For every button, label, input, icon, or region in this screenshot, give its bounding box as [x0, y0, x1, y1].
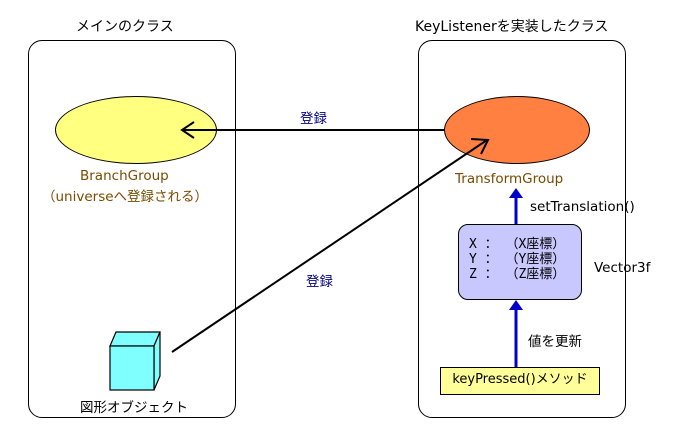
- vector3f-box: X ： （X座標） Y ： （Y座標） Z ： （Z座標）: [458, 224, 582, 300]
- vector-row-z: Z ： （Z座標）: [469, 267, 566, 282]
- set-translation-arrowhead: [509, 188, 523, 198]
- transform-group-node: [444, 96, 590, 164]
- register-top-label: 登録: [300, 111, 327, 127]
- key-pressed-box: keyPressed()メソッド: [440, 367, 600, 395]
- left-panel-title: メインのクラス: [76, 19, 174, 35]
- update-value-arrowhead: [509, 300, 523, 310]
- cube-icon: [109, 331, 161, 391]
- register-diag-arrowhead: [470, 138, 490, 155]
- branch-group-sublabel: （universeへ登録される）: [42, 189, 209, 205]
- register-diag-arrow: [171, 139, 488, 353]
- register-top-arrowhead: [180, 121, 195, 139]
- vector3f-label: Vector3f: [594, 260, 651, 276]
- shape-object-label: 図形オブジェクト: [80, 400, 188, 416]
- register-diag-label: 登録: [306, 274, 333, 290]
- vector-row-y: Y ： （Y座標）: [469, 252, 566, 267]
- vector-row-x: X ： （X座標）: [469, 237, 566, 252]
- transform-group-label: TransformGroup: [455, 171, 564, 187]
- branch-group-label: BranchGroup: [80, 168, 169, 184]
- right-panel-title: KeyListenerを実装したクラス: [415, 19, 609, 35]
- set-translation-label: setTranslation(): [530, 199, 635, 215]
- update-value-label: 値を更新: [528, 334, 582, 350]
